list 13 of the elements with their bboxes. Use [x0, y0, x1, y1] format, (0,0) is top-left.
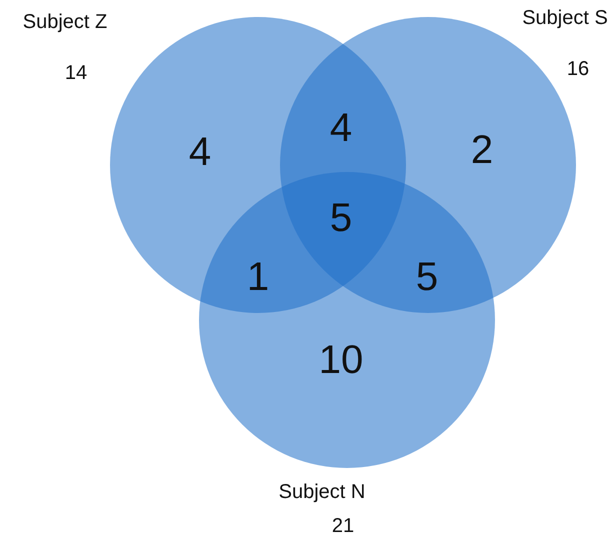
region-count: 1	[246, 257, 270, 297]
region-count: 10	[318, 340, 364, 380]
set-count: 14	[64, 62, 88, 84]
region-count: 2	[470, 130, 494, 170]
region-count: 4	[330, 108, 352, 148]
region-count: 5	[416, 257, 438, 297]
set-count: 16	[566, 58, 590, 80]
set-label: Subject Z	[22, 11, 108, 33]
region-count: 5	[330, 198, 352, 238]
set-label: Subject N	[278, 481, 366, 503]
set-label: Subject S	[522, 7, 608, 29]
region-count: 4	[188, 132, 212, 172]
set-count: 21	[332, 515, 354, 537]
